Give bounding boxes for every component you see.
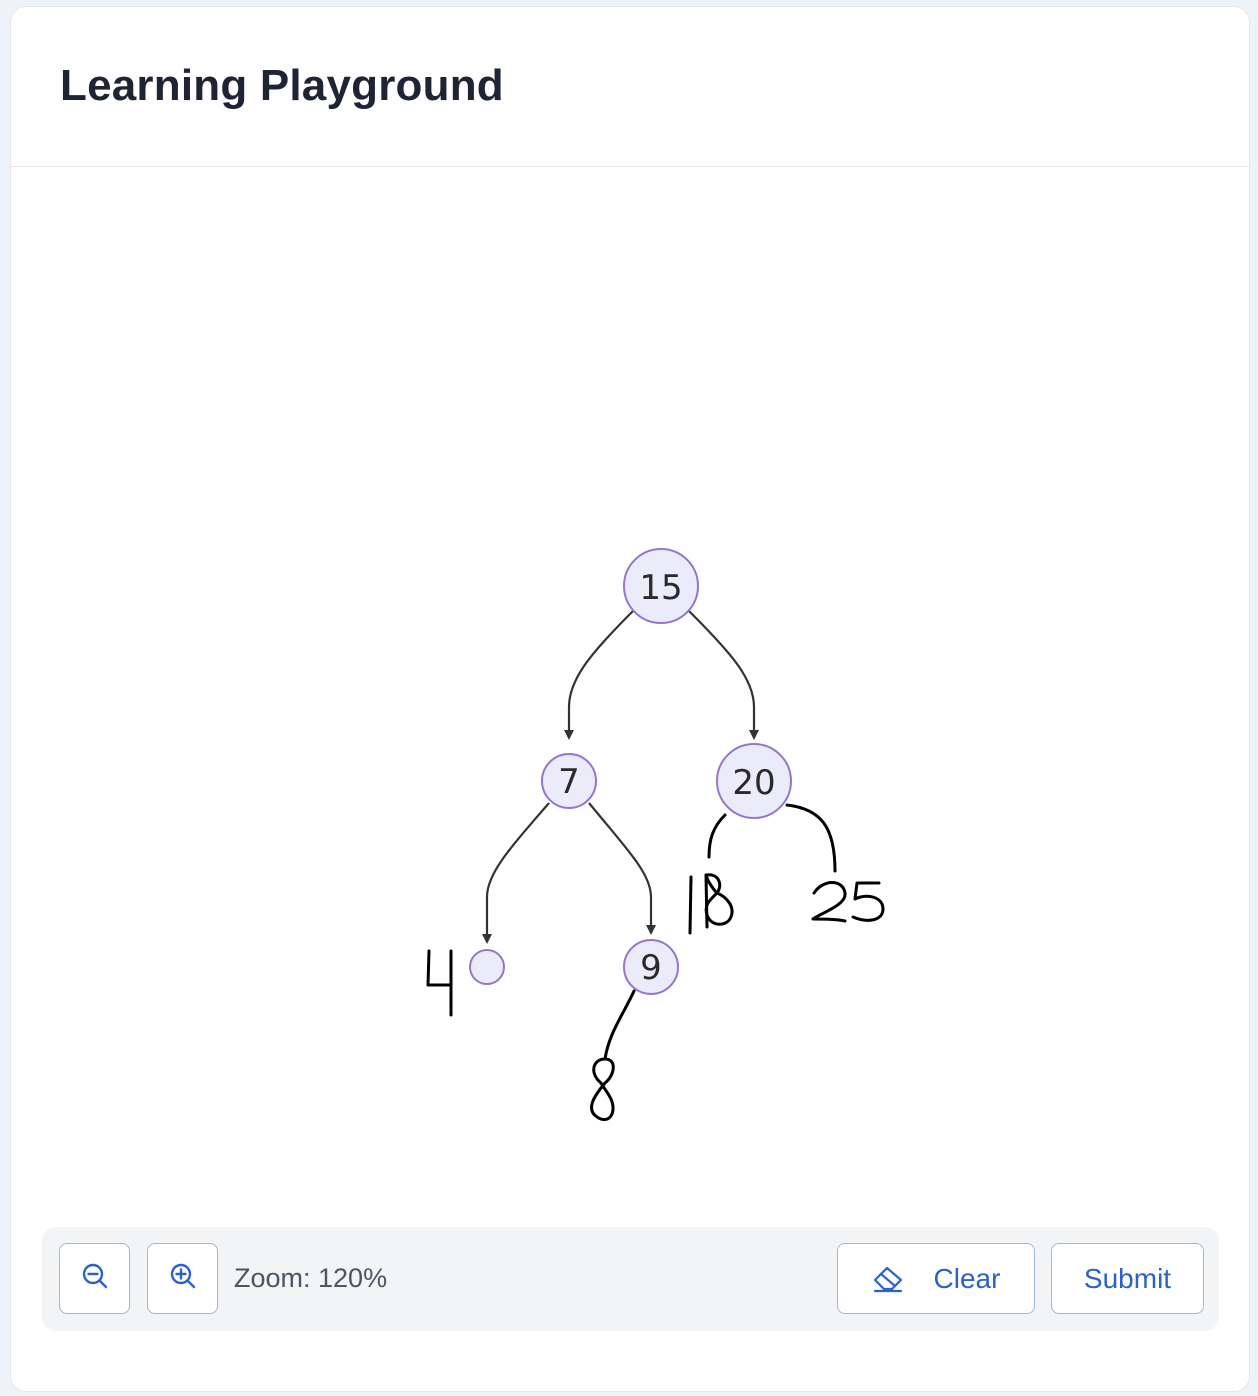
edge-7-4 [482, 802, 550, 944]
playground-card: Learning Playground 15 7 [10, 6, 1250, 1392]
handwritten-digit-8 [704, 873, 734, 926]
handwritten-stroke [704, 873, 709, 929]
tree-node[interactable]: 7 [541, 753, 597, 809]
zoom-level: Zoom: 120% [234, 1263, 388, 1293]
handwritten-digit-5 [851, 881, 885, 922]
zoom-out-button[interactable] [59, 1243, 130, 1314]
drawing-canvas[interactable]: 15 7 20 9 [11, 167, 1249, 1227]
handwritten-digit-8 [590, 1057, 615, 1122]
edge-7-9 [588, 802, 656, 935]
tree-node[interactable]: 15 [623, 548, 699, 624]
zoom-in-button[interactable] [147, 1243, 218, 1314]
tree-node[interactable] [469, 949, 505, 985]
tree-node[interactable]: 9 [623, 939, 679, 995]
handwritten-digit-1 [688, 875, 693, 935]
handwritten-stroke [707, 813, 727, 859]
edge-15-7 [564, 610, 634, 740]
tree-diagram: 15 7 20 9 [426, 548, 885, 1122]
zoom-in-icon [169, 1262, 197, 1295]
submit-button[interactable]: Submit [1051, 1243, 1204, 1314]
node-label: 15 [639, 568, 682, 608]
clear-label: Clear [933, 1262, 1001, 1294]
node-label: 7 [558, 762, 580, 802]
handwritten-digit-4 [426, 949, 453, 1017]
submit-label: Submit [1083, 1262, 1172, 1294]
handwritten-stroke [603, 989, 636, 1061]
handwritten-digit-2 [811, 881, 847, 923]
eraser-icon [872, 1265, 904, 1293]
tree-node[interactable]: 20 [716, 743, 792, 819]
clear-button[interactable]: Clear [837, 1243, 1035, 1314]
toolbar: Zoom: 120% Clear Submit [42, 1227, 1219, 1331]
page-title: Learning Playground [60, 61, 504, 110]
edge-15-20 [688, 610, 759, 740]
node-label: 20 [732, 763, 775, 803]
header: Learning Playground [11, 7, 1249, 167]
handwritten-stroke [785, 803, 837, 873]
node-label: 9 [640, 948, 662, 988]
zoom-out-icon [81, 1262, 109, 1295]
